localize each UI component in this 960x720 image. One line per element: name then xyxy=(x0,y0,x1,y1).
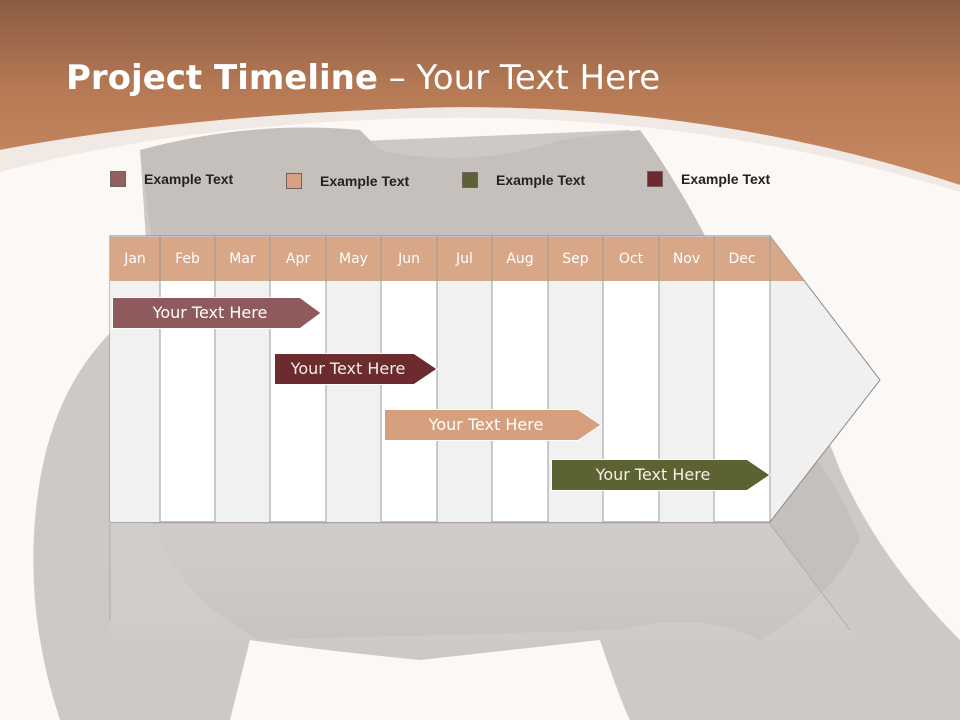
shaded-columns xyxy=(110,281,714,522)
title-bold: Project Timeline xyxy=(66,58,378,98)
legend-item-3: Example Text xyxy=(462,172,585,188)
legend-label-1: Example Text xyxy=(144,171,234,187)
page-title: Project Timeline – Your Text Here xyxy=(66,58,660,98)
task-label-1: Your Text Here xyxy=(152,303,268,322)
task-label-4: Your Text Here xyxy=(595,465,711,484)
legend-label-3: Example Text xyxy=(496,172,586,188)
task-bar-2[interactable]: Your Text Here xyxy=(274,353,438,385)
legend-item-2: Example Text xyxy=(286,173,409,189)
task-label-3: Your Text Here xyxy=(428,415,544,434)
task-bar-3[interactable]: Your Text Here xyxy=(384,409,602,441)
month-jun: Jun xyxy=(398,251,420,267)
task-bar-1[interactable]: Your Text Here xyxy=(112,297,322,329)
legend-item-1: Example Text xyxy=(110,171,233,187)
month-jul: Jul xyxy=(456,251,473,267)
month-oct: Oct xyxy=(618,251,644,267)
month-aug: Aug xyxy=(506,251,534,267)
task-arrow-3 xyxy=(384,409,602,441)
month-jan: Jan xyxy=(124,251,146,267)
month-apr: Apr xyxy=(285,251,311,267)
task-bar-4[interactable]: Your Text Here xyxy=(551,459,771,491)
month-may: May xyxy=(339,251,368,267)
task-label-2: Your Text Here xyxy=(290,359,406,378)
task-arrow-1 xyxy=(112,297,322,329)
month-nov: Nov xyxy=(672,251,701,267)
legend-swatch-4 xyxy=(647,171,663,187)
month-sep: Sep xyxy=(562,251,589,267)
month-feb: Feb xyxy=(175,251,200,267)
title-rest: – Your Text Here xyxy=(377,58,661,98)
task-arrow-4 xyxy=(551,459,771,491)
task-arrow-2 xyxy=(274,353,438,385)
legend-item-4: Example Text xyxy=(647,171,770,187)
legend-swatch-2 xyxy=(286,173,302,189)
legend-label-2: Example Text xyxy=(320,173,410,189)
legend-label-4: Example Text xyxy=(681,171,771,187)
legend-swatch-1 xyxy=(110,171,126,187)
legend-swatch-3 xyxy=(462,172,478,188)
month-mar: Mar xyxy=(229,251,256,267)
month-dec: Dec xyxy=(728,251,756,267)
